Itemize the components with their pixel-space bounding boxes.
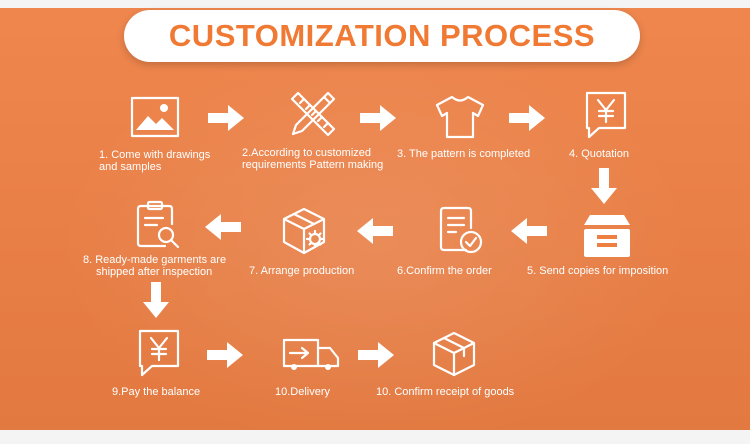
bottom-border <box>0 430 750 444</box>
arrow-right-icon <box>358 342 394 368</box>
yen-chat-icon <box>138 329 180 377</box>
arrow-left-icon <box>205 214 241 240</box>
arrow-down-icon <box>143 282 169 318</box>
step-9 <box>136 328 182 378</box>
step-1 <box>130 96 180 138</box>
step-11-label: 10. Confirm receipt of goods <box>376 386 515 398</box>
arrow-right-icon <box>509 105 545 131</box>
step-8-label: 8. Ready-made garments are shipped after… <box>83 254 227 278</box>
step-4-label: 4. Quotation <box>569 148 629 160</box>
document-check-icon <box>439 206 483 254</box>
step-5-label: 5. Send copies for imposition <box>527 265 669 277</box>
step-5 <box>582 213 632 259</box>
arrow-left-icon <box>357 218 393 244</box>
step-11 <box>431 330 477 378</box>
step-3-label: 3. The pattern is completed <box>397 148 531 160</box>
pencil-ruler-icon <box>290 91 336 137</box>
box-gear-icon <box>282 207 326 255</box>
title-banner: CUSTOMIZATION PROCESS <box>124 10 640 62</box>
step-6-label: 6.Confirm the order <box>397 265 492 277</box>
step-7-label: 7. Arrange production <box>249 265 355 277</box>
yen-document-icon <box>585 91 627 139</box>
tshirt-icon <box>435 95 485 139</box>
package-icon <box>432 331 476 377</box>
top-border <box>0 0 750 8</box>
page-title: CUSTOMIZATION PROCESS <box>168 18 596 53</box>
image-icon <box>130 96 180 138</box>
step-7 <box>279 206 329 256</box>
arrow-right-icon <box>360 105 396 131</box>
step-10 <box>280 336 342 372</box>
step-8 <box>135 200 181 250</box>
step-10-label: 10.Delivery <box>275 386 331 398</box>
step-4 <box>583 90 629 140</box>
arrow-left-icon <box>511 218 547 244</box>
step-2 <box>288 89 338 139</box>
arrow-right-icon <box>208 105 244 131</box>
clipboard-search-icon <box>136 200 180 249</box>
arrow-right-icon <box>207 342 243 368</box>
file-box-icon <box>584 215 630 257</box>
step-6 <box>438 206 484 256</box>
arrow-down-icon <box>591 168 617 204</box>
delivery-truck-icon <box>282 338 340 370</box>
step-9-label: 9.Pay the balance <box>112 386 201 398</box>
step-3 <box>434 94 486 140</box>
